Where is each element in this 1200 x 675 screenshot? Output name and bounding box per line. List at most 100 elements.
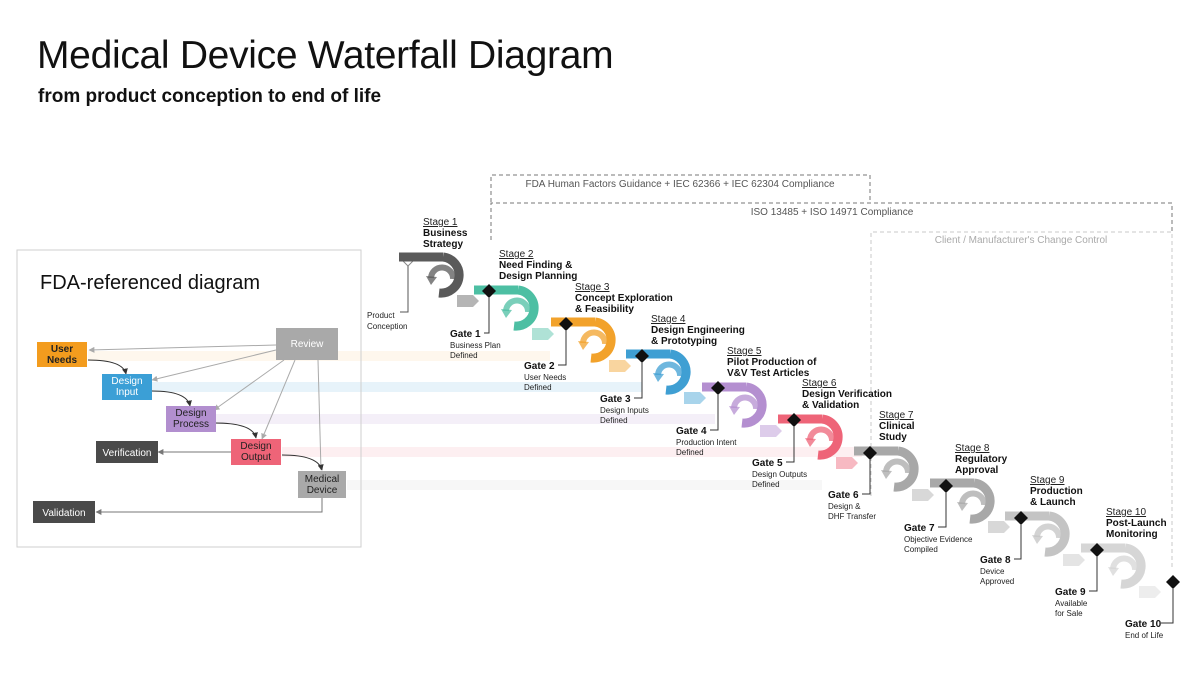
stage-1-number: Stage 1 bbox=[423, 217, 458, 228]
change-control-band bbox=[870, 231, 1173, 568]
gate-9-number: Gate 9 bbox=[1055, 587, 1086, 598]
box-review-label: Review bbox=[291, 339, 325, 350]
review-to-design-input bbox=[151, 349, 277, 382]
gate-8-leader bbox=[1014, 525, 1022, 560]
review-to-design-output bbox=[261, 359, 296, 440]
gate-1-leader bbox=[484, 298, 490, 334]
gate-2-diamond bbox=[559, 317, 573, 331]
stage-3-name: Concept Exploration& Feasibility bbox=[575, 293, 673, 315]
stage-4-number: Stage 4 bbox=[651, 314, 686, 325]
stage-8-number: Stage 8 bbox=[955, 443, 990, 454]
gate-1-diamond bbox=[482, 284, 496, 298]
gate-10-diamond bbox=[1166, 575, 1180, 589]
gate-3-diamond bbox=[635, 349, 649, 363]
box-verification-label: Verification bbox=[103, 448, 152, 459]
gate-10-leader bbox=[1161, 589, 1174, 624]
fda-hf-band-label: FDA Human Factors Guidance + IEC 62366 +… bbox=[525, 179, 834, 190]
stage-3-number: Stage 3 bbox=[575, 282, 610, 293]
gate-2-leader bbox=[558, 331, 567, 366]
box-validation-label: Validation bbox=[42, 508, 85, 519]
gate-4-diamond bbox=[711, 381, 725, 395]
design-input-to-design-process bbox=[151, 390, 192, 407]
stage-9-name: Production& Launch bbox=[1030, 486, 1083, 508]
stage-6-name: Design Verification& Validation bbox=[802, 389, 892, 411]
start-leader bbox=[400, 266, 409, 313]
gate-8-number: Gate 8 bbox=[980, 555, 1011, 566]
fda-connectors bbox=[87, 344, 324, 515]
gate-10-desc: End of Life bbox=[1125, 631, 1164, 640]
stage-2-name: Need Finding &Design Planning bbox=[499, 260, 577, 282]
stage-1-arrow bbox=[399, 252, 479, 307]
iso-band bbox=[490, 202, 1173, 240]
change-control-band-label: Client / Manufacturer's Change Control bbox=[935, 235, 1108, 246]
medical-device-to-validation bbox=[95, 498, 323, 515]
stage-5-number: Stage 5 bbox=[727, 346, 762, 357]
stage-10-number: Stage 10 bbox=[1106, 507, 1146, 518]
gate-2-number: Gate 2 bbox=[524, 361, 555, 372]
gate-5-diamond bbox=[787, 413, 801, 427]
fda-panel-border bbox=[16, 249, 362, 548]
design-output-to-medical-device bbox=[281, 454, 324, 471]
design-input-flow-band bbox=[152, 382, 642, 392]
gate-1-number: Gate 1 bbox=[450, 329, 481, 340]
gate-6-desc: Design &DHF Transfer bbox=[828, 502, 876, 521]
review-to-user-needs bbox=[88, 344, 277, 353]
gate-7-leader bbox=[938, 493, 947, 528]
stage-2-arrow bbox=[474, 285, 554, 340]
design-process-flow-band bbox=[215, 414, 715, 424]
design-process-to-design-output bbox=[214, 422, 258, 439]
medical-device-flow-band bbox=[347, 480, 822, 490]
stage-7-number: Stage 7 bbox=[879, 410, 914, 421]
gate-7-number: Gate 7 bbox=[904, 523, 935, 534]
box-review: Review bbox=[276, 328, 338, 360]
review-to-design-process bbox=[213, 359, 285, 411]
box-validation: Validation bbox=[33, 501, 95, 523]
gate-9-diamond bbox=[1090, 543, 1104, 557]
gate-6-diamond bbox=[863, 446, 877, 460]
page-title: Medical Device Waterfall Diagram bbox=[37, 34, 614, 77]
stage-4-name: Design Engineering& Prototyping bbox=[651, 325, 745, 347]
gate-8-diamond bbox=[1014, 511, 1028, 525]
gate-5-leader bbox=[786, 427, 795, 463]
fda-panel-title: FDA-referenced diagram bbox=[40, 272, 260, 294]
gate-7-diamond bbox=[939, 479, 953, 493]
stage-6-number: Stage 6 bbox=[802, 378, 837, 389]
stage-9-number: Stage 9 bbox=[1030, 475, 1065, 486]
gate-3-number: Gate 3 bbox=[600, 394, 631, 405]
gate-10-number: Gate 10 bbox=[1125, 619, 1162, 630]
gate-5-number: Gate 5 bbox=[752, 458, 783, 469]
compliance-bands: FDA Human Factors Guidance + IEC 62366 +… bbox=[490, 174, 1173, 568]
gate-9-leader bbox=[1089, 557, 1098, 592]
page-subtitle: from product conception to end of life bbox=[38, 86, 382, 107]
gate-6-number: Gate 6 bbox=[828, 490, 859, 501]
iso-band-label: ISO 13485 + ISO 14971 Compliance bbox=[751, 207, 914, 218]
gate-3-leader bbox=[634, 363, 643, 399]
user-needs-to-design-input bbox=[87, 359, 128, 375]
box-verification: Verification bbox=[96, 441, 158, 463]
